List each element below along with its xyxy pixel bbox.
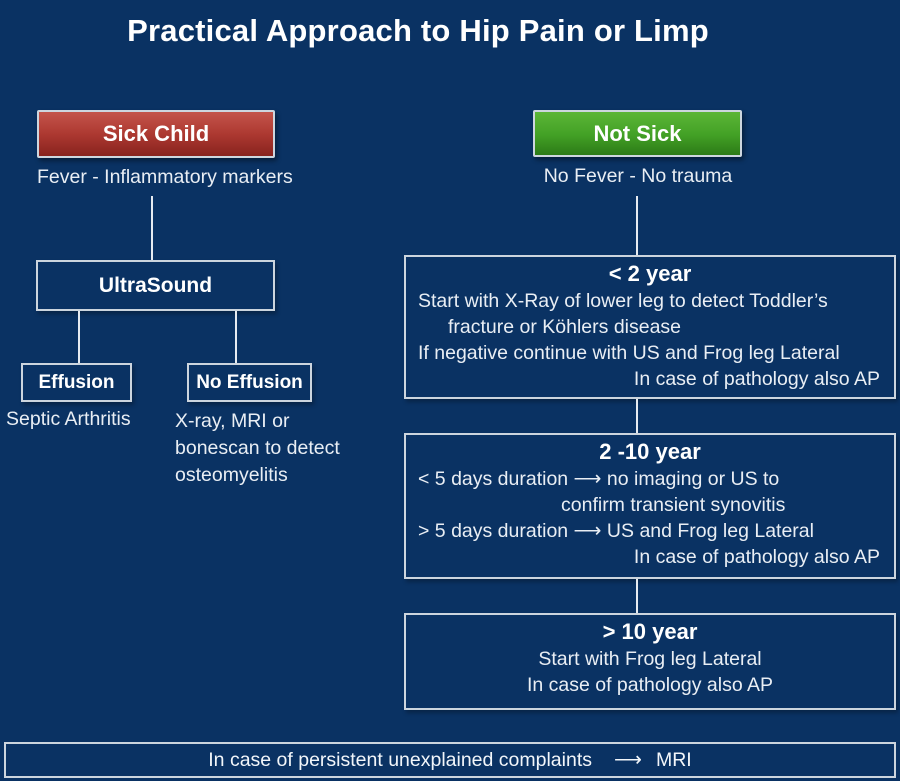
age-under-2-line1: Start with X-Ray of lower leg to detect … [418,290,828,312]
no-effusion-box: No Effusion [187,363,312,402]
age-2-to-10-line2: confirm transient synovitis [561,494,786,516]
effusion-box: Effusion [21,363,132,402]
age-under-2-box: < 2 year Start with X-Ray of lower leg t… [404,255,896,399]
age-over-10-header: > 10 year [602,619,698,644]
age-2-to-10-line3: > 5 days duration ⟶ US and Frog leg Late… [418,520,814,542]
connector-sick-to-ultrasound [151,196,153,260]
no-effusion-result-label: X-ray, MRI or bonescan to detect osteomy… [175,408,340,489]
age-over-10-line2: In case of pathology also AP [526,674,774,696]
no-effusion-result-line2: bonescan to detect [175,437,340,459]
age-over-10-box: > 10 year Start with Frog leg Lateral In… [404,613,896,710]
connector-under2-to-2to10 [636,399,638,433]
age-over-10-line1: Start with Frog leg Lateral [538,648,762,670]
age-under-2-header: < 2 year [608,261,692,286]
no-effusion-result-line3: osteomyelitis [175,464,288,486]
sick-child-box: Sick Child [37,110,275,158]
connector-ultrasound-to-effusion [78,311,80,363]
footer-result: MRI [655,748,692,771]
age-2-to-10-line1: < 5 days duration ⟶ no imaging or US to [418,468,780,490]
persistent-complaints-bar: In case of persistent unexplained compla… [4,742,896,778]
age-under-2-line4: In case of pathology also AP [633,368,880,390]
age-under-2-line2: fracture or Köhlers disease [448,316,682,338]
age-2-to-10-box: 2 -10 year < 5 days duration ⟶ no imagin… [404,433,896,579]
long-right-arrow-icon: ⟶ [614,749,642,771]
footer-text: In case of persistent unexplained compla… [208,748,592,771]
connector-2to10-to-over10 [636,579,638,613]
no-effusion-result-line1: X-ray, MRI or [175,410,290,432]
connector-ultrasound-to-no-effusion [235,311,237,363]
effusion-result-label: Septic Arthritis [6,408,131,430]
age-2-to-10-header: 2 -10 year [599,439,701,464]
page-title: Practical Approach to Hip Pain or Limp [127,13,709,48]
not-sick-box: Not Sick [533,110,742,157]
age-under-2-line3: If negative continue with US and Frog le… [418,342,840,364]
ultrasound-box: UltraSound [36,260,275,311]
not-sick-subtitle: No Fever - No trauma [543,165,733,187]
age-2-to-10-line4: In case of pathology also AP [633,546,880,568]
sick-child-subtitle: Fever - Inflammatory markers [37,166,293,188]
connector-notsick-to-under2 [636,196,638,255]
